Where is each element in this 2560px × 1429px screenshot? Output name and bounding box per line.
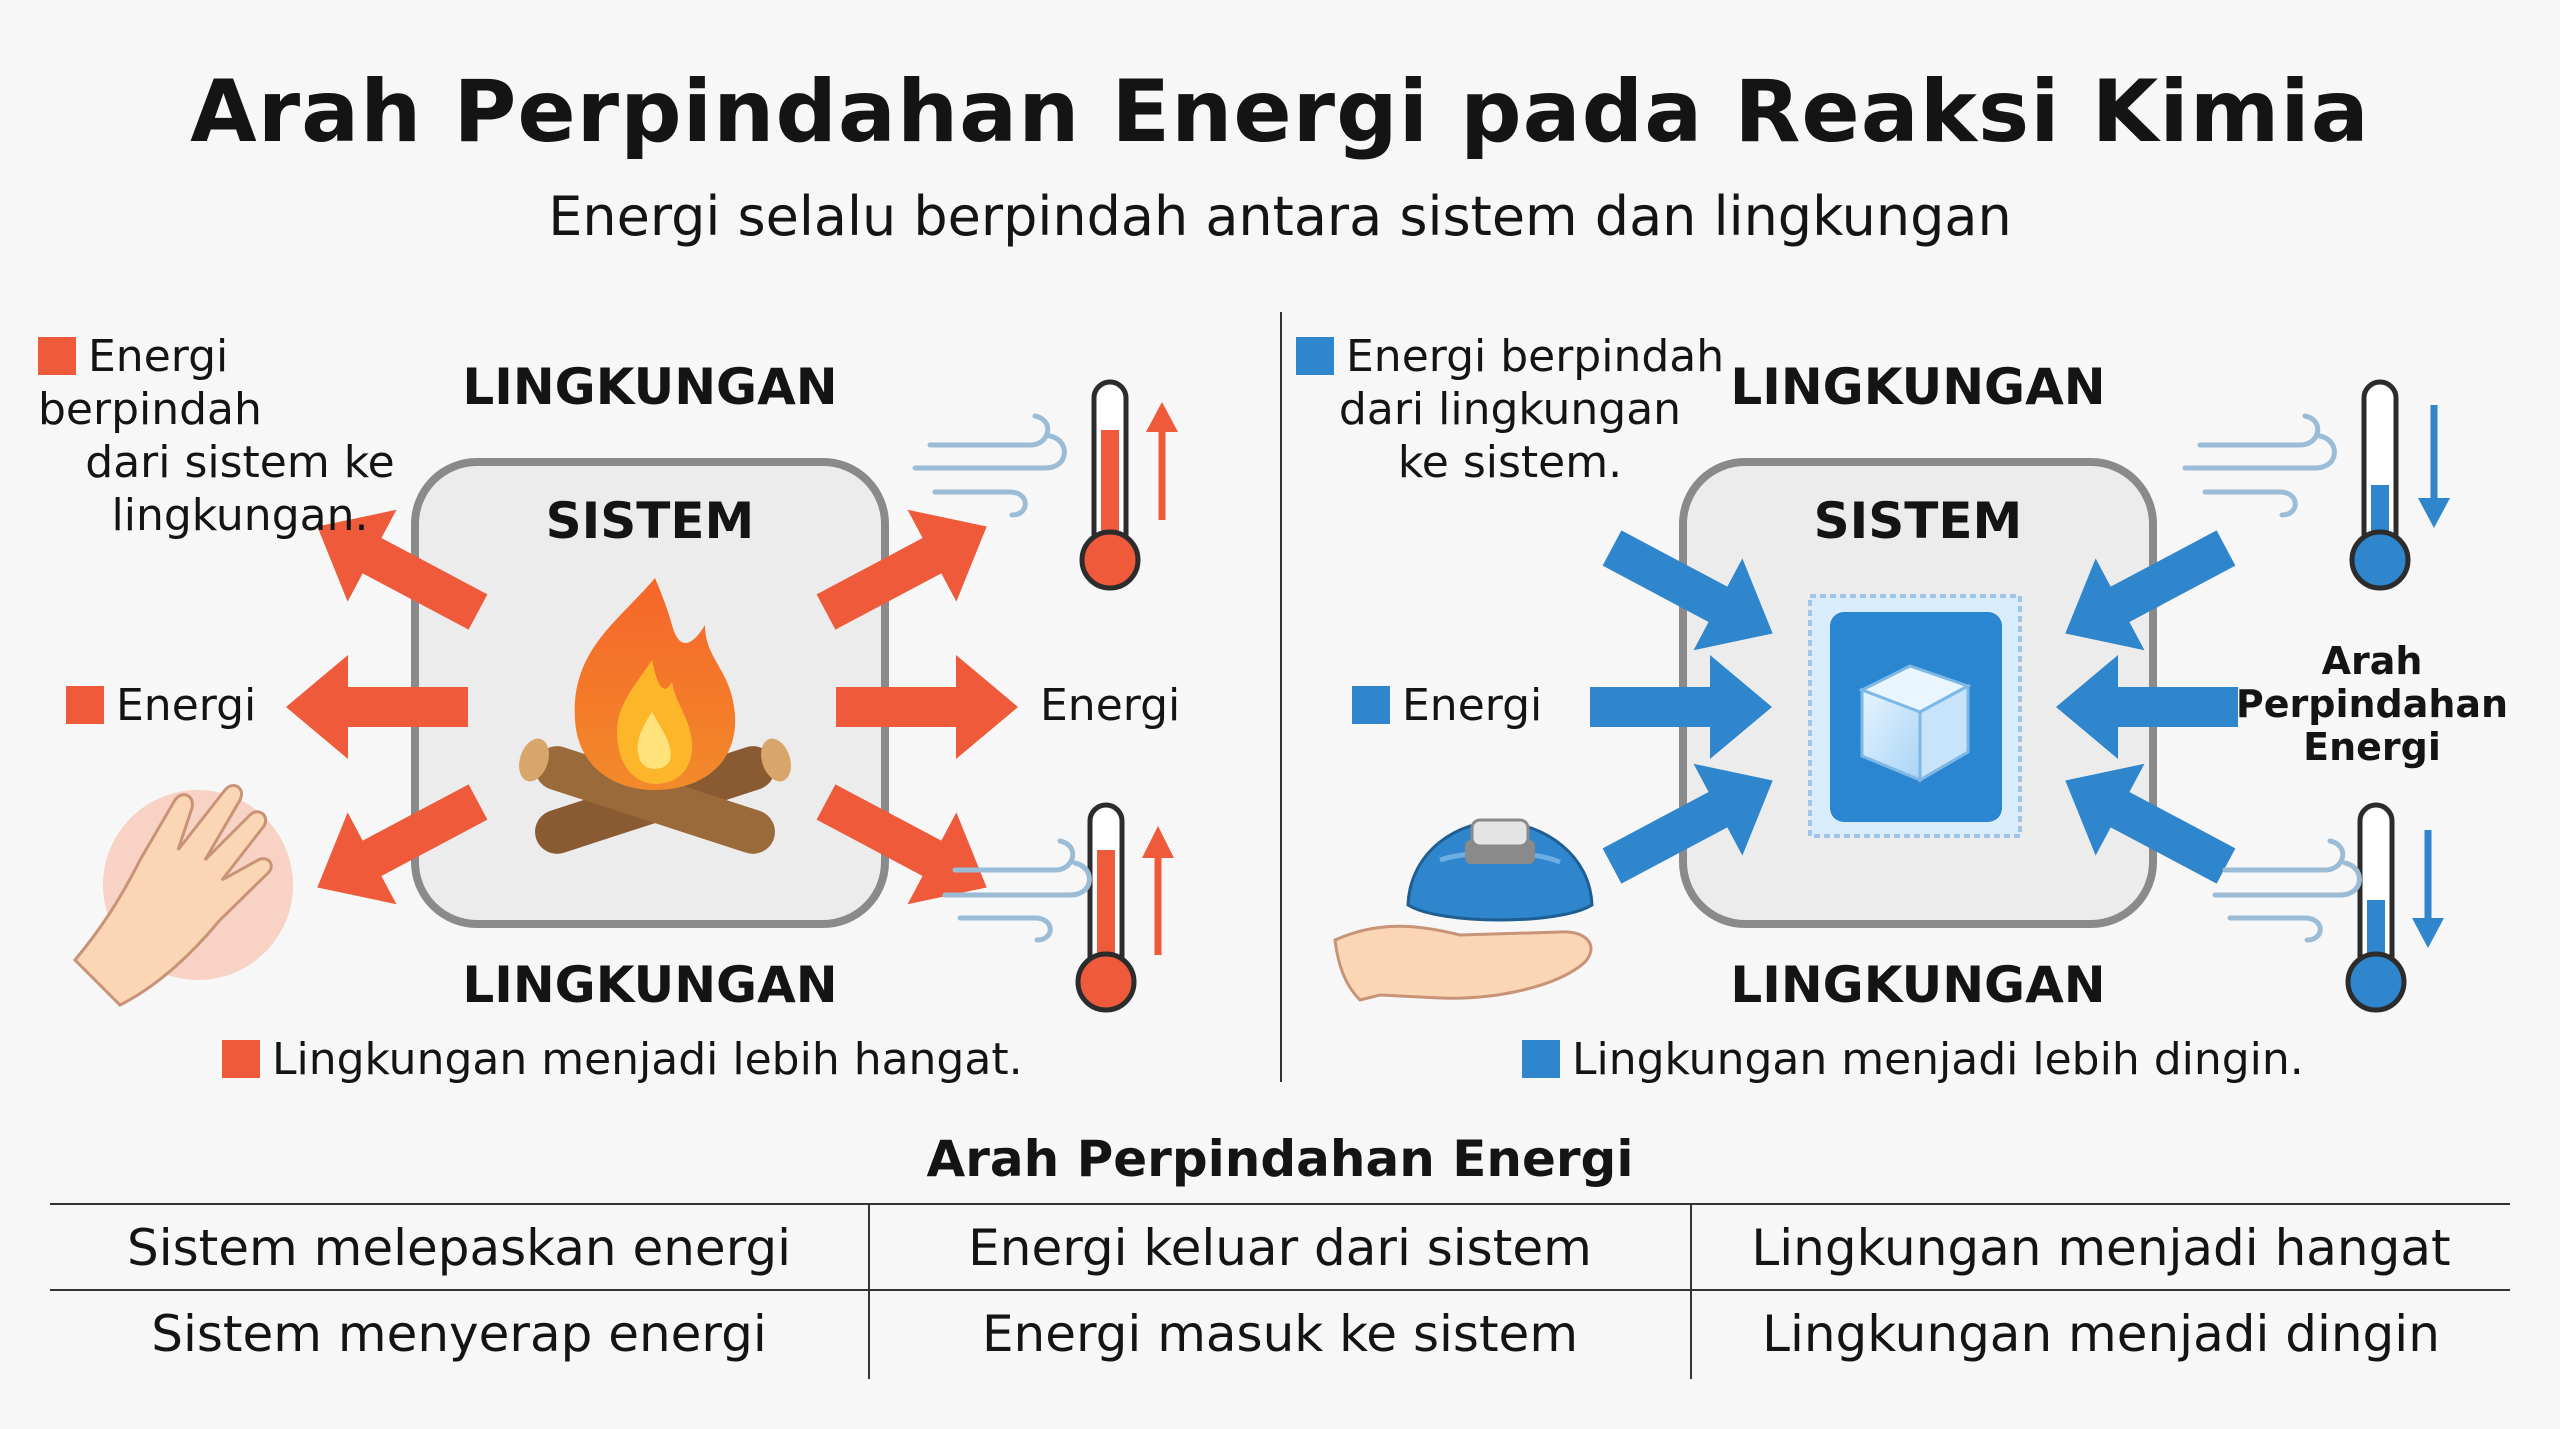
right-energy-label-left: Energi [1352,680,1542,732]
arrow-right [836,655,1018,759]
table-cell: Lingkungan menjadi hangat [1751,1219,2451,1277]
thermometer-up-icon-2 [1075,802,1174,1013]
arrow-up-left [317,509,488,630]
right-footer: Lingkungan menjadi lebih dingin. [1522,1034,2304,1086]
arrow-in-upper-right [2065,530,2236,651]
ice-cube-icon [1858,664,1972,783]
table-cell: Energi masuk ke sistem [981,1305,1579,1363]
left-system-label: SISTEM [545,492,755,550]
right-system-label: SISTEM [1813,492,2023,550]
log-2 [519,738,775,854]
legend-square-blue [1522,1040,1560,1078]
arrow-in-left [1590,655,1772,759]
fire-icon [519,578,791,854]
arrow-in-upper-left [1602,530,1773,651]
energy-out-arrows [286,509,1018,905]
cold-hand-icon [1333,818,1594,1002]
energy-in-arrows [1590,530,2238,884]
arrow-in-lower-left [1602,763,1773,884]
arrow-in-right [2056,655,2238,759]
table-row: Sistem menyerap energi Energi masuk ke s… [50,1291,2510,1377]
right-direction-label: Arah Perpindahan Energi [2232,640,2512,769]
wind-icon [912,413,1092,943]
right-env-bottom-label: LINGKUNGAN [1730,956,2106,1014]
page-subtitle: Energi selalu berpindah antara sistem da… [548,185,2012,248]
left-energy-label-right: Energi [1040,680,1181,731]
left-env-bottom-label: LINGKUNGAN [462,956,838,1014]
table-col-divider-1 [868,1203,870,1379]
right-footer-text: Lingkungan menjadi lebih dingin. [1572,1034,2304,1085]
table-cell: Sistem melepaskan energi [126,1219,791,1277]
legend-square-blue [1296,337,1334,375]
direction-label-line-1: Arah [2321,639,2423,683]
table-rule-middle [50,1289,2510,1291]
table-cell: Sistem menyerap energi [151,1305,767,1363]
energy-text: Energi [1402,680,1543,731]
thermometer-up-icon [1079,379,1178,591]
page-title: Arah Perpindahan Energi pada Reaksi Kimi… [190,62,2370,162]
arrow-in-lower-right [2065,763,2236,884]
table-title: Arah Perpindahan Energi [926,1130,1634,1188]
direction-label-line-2: Perpindahan [2235,682,2509,726]
right-note-line-1: Energi berpindah [1346,331,1725,382]
left-footer-text: Lingkungan menjadi lebih hangat. [272,1034,1023,1085]
ice-pack-icon [1808,594,2022,838]
wind-icon-right [2182,413,2362,943]
table-row: Sistem melepaskan energi Energi keluar d… [50,1205,2510,1291]
legend-square-orange [66,686,104,724]
right-note-line-2: dari lingkungan [1338,384,1682,435]
legend-square-orange [222,1040,260,1078]
direction-label-line-3: Energi [2303,725,2441,769]
arrow-down-left [317,784,488,905]
table-col-divider-2 [1690,1203,1692,1379]
arrow-up-right [816,509,987,630]
left-env-top-label: LINGKUNGAN [462,358,838,416]
left-energy-label-left: Energi [66,680,256,732]
thermometer-down-icon [2349,379,2450,591]
panel-divider [1280,312,1282,1082]
right-note: Energi berpindah dari lingkungan ke sist… [1290,330,1730,489]
left-note: Energi berpindah dari sistem ke lingkung… [30,330,450,542]
left-footer: Lingkungan menjadi lebih hangat. [222,1034,1023,1086]
energy-text: Energi [116,680,257,731]
arrow-left [286,655,468,759]
table-cell: Energi keluar dari sistem [968,1219,1592,1277]
left-note-line-1: Energi berpindah [38,331,262,435]
left-note-line-2: dari sistem ke [85,437,395,488]
warm-hand-icon [72,784,293,1007]
right-note-line-3: ke sistem. [1397,437,1623,488]
legend-square-orange [38,337,76,375]
table-cell: Lingkungan menjadi dingin [1762,1305,2440,1363]
left-note-line-3: lingkungan. [111,490,369,541]
table-rule-top [50,1203,2510,1205]
thermometer-down-icon-2 [2345,802,2444,1013]
right-env-top-label: LINGKUNGAN [1730,358,2106,416]
legend-square-blue [1352,686,1390,724]
summary-table: Sistem melepaskan energi Energi keluar d… [50,1203,2510,1379]
arrow-down-right [816,784,987,905]
